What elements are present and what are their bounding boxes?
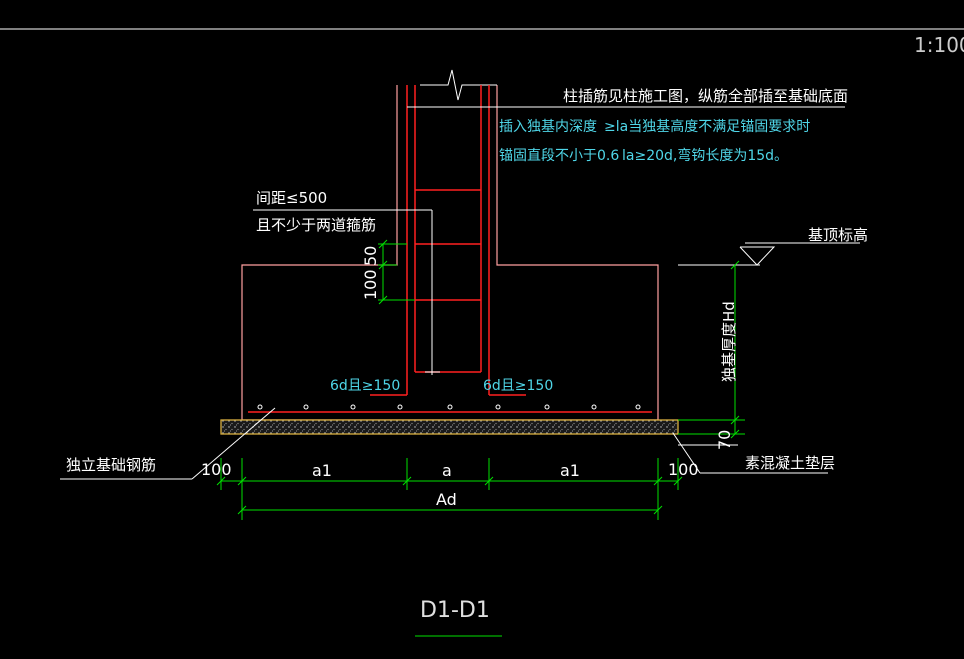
dim-right-100: 100 xyxy=(668,460,699,479)
dim-a1-right: a1 xyxy=(560,461,580,480)
column-stirrups xyxy=(415,189,481,373)
leader-lines xyxy=(60,106,860,480)
concrete-cushion-layer xyxy=(220,419,679,435)
note-spacing-2: 且不少于两道箍筋 xyxy=(256,216,376,234)
note-column-rebar: 柱插筋见柱施工图，纵筋全部插至基础底面 xyxy=(563,87,848,105)
note-hook-left: 6d且≥150 xyxy=(330,378,400,394)
note-foundation-rebar: 独立基础钢筋 xyxy=(66,456,156,474)
dim-70-cushion: 70 xyxy=(715,430,734,450)
note-anchor-a: 锚固直段不小于0.6 xyxy=(499,147,619,164)
foundation-outline xyxy=(241,85,659,421)
column-break-symbol xyxy=(420,69,497,101)
note-insert-depth-a: 插入独基内深度 xyxy=(499,118,597,135)
bottom-bar-dots xyxy=(257,404,641,410)
dim-50-vertical: 50 xyxy=(361,246,380,266)
note-spacing-1: 间距≤500 xyxy=(256,189,327,207)
note-top-elevation: 基顶标高 xyxy=(808,226,868,244)
note-anchor-b: la≥20d,弯钩长度为15d。 xyxy=(622,147,788,164)
note-thickness-hd: 独基厚度Hd xyxy=(720,301,738,382)
dim-100-vertical: 100 xyxy=(361,269,380,300)
dim-a-mid: a xyxy=(442,461,452,480)
dim-left-100: 100 xyxy=(201,460,232,479)
section-title: D1-D1 xyxy=(420,598,490,623)
note-cushion-layer: 素混凝土垫层 xyxy=(745,454,835,472)
note-insert-depth-b: ≥la当独基高度不满足锚固要求时 xyxy=(604,118,810,135)
note-hook-right: 6d且≥150 xyxy=(483,378,553,394)
scale-label: 1:100 xyxy=(914,33,964,57)
dim-ad-total: Ad xyxy=(436,490,457,509)
dimension-lines xyxy=(216,239,745,637)
column-rebar xyxy=(370,85,526,396)
dim-a1-left: a1 xyxy=(312,461,332,480)
